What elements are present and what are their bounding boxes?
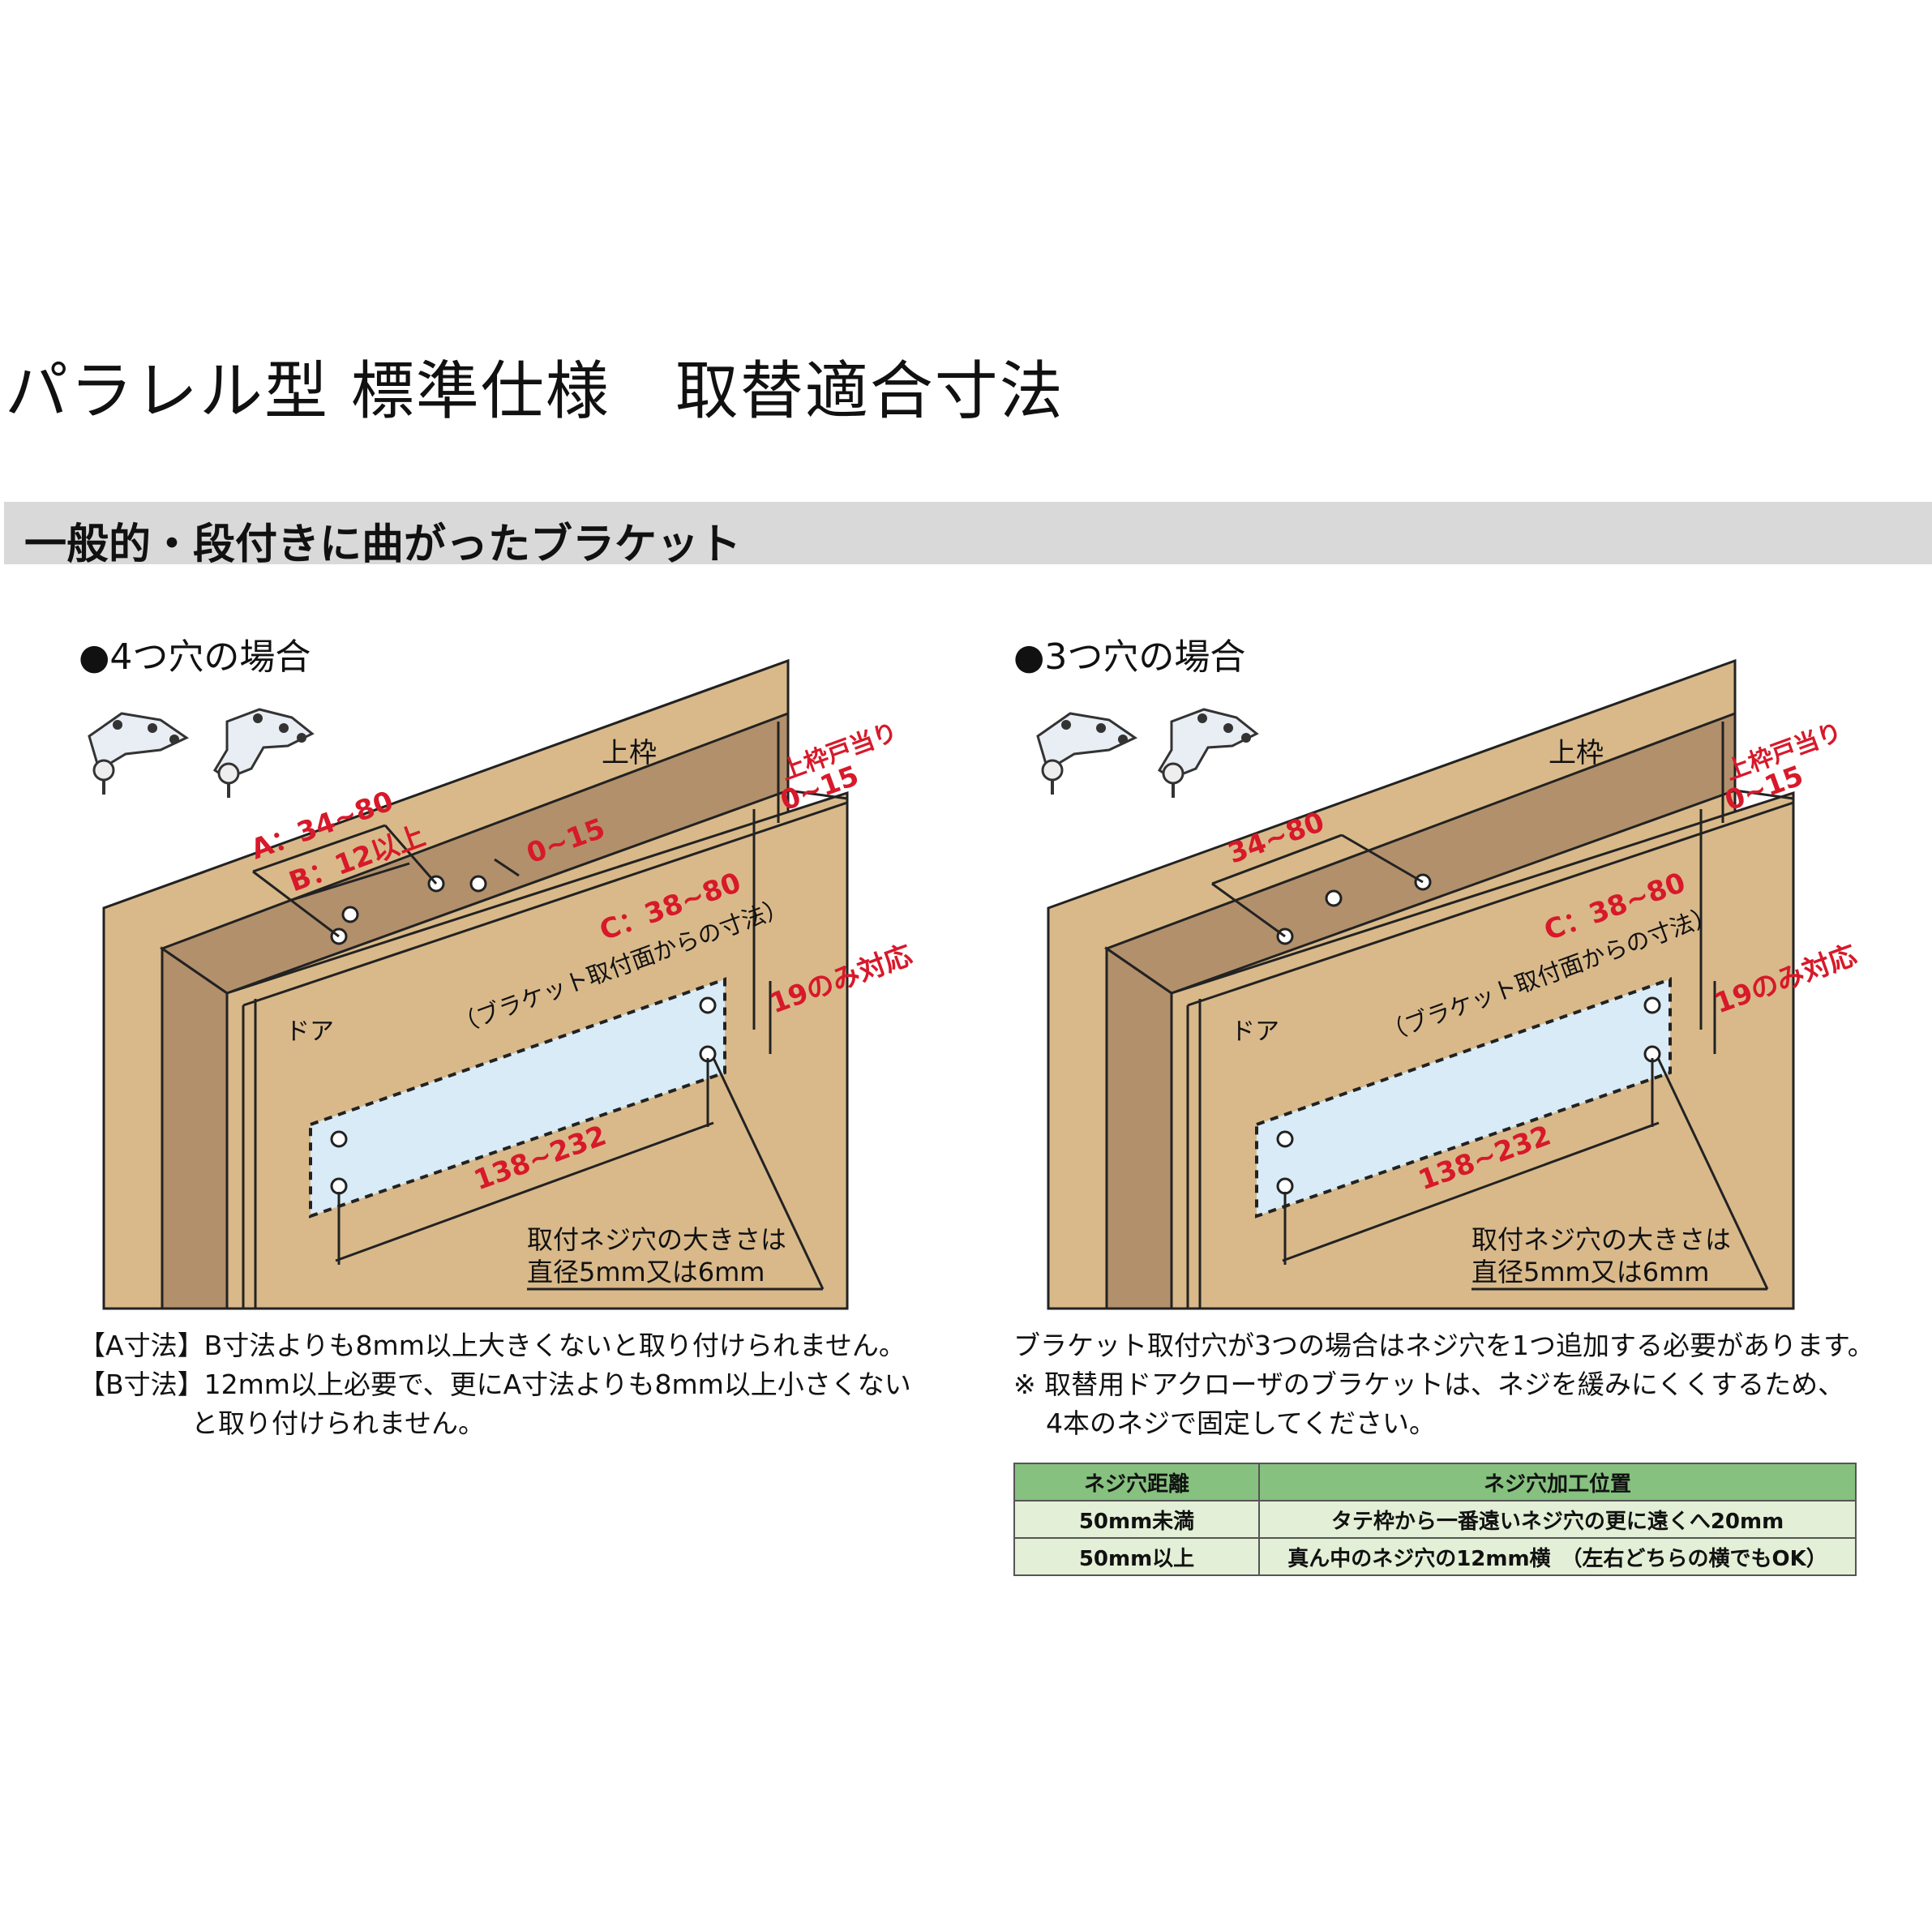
left-flat-bracket-icon [88,712,188,796]
left-jamb [161,946,229,1310]
left-bracket-plate [309,977,726,1219]
right-door-label: ドア [1231,1017,1279,1046]
table-cell: 50mm以上 [1013,1537,1260,1576]
left-case-title: ●4つ穴の場合 [79,636,311,678]
left-screw-line2: 直径5mm又は6mm [527,1257,765,1287]
right-step-bracket-icon [1158,708,1258,799]
left-note-2: 【B寸法】12mm以上必要で、更にA寸法よりも8mm以上小さくない [79,1369,911,1400]
left-frame-label: 上枠 [602,737,657,769]
table-header-distance: ネジ穴距離 [1013,1463,1260,1501]
right-flat-bracket-icon [1036,712,1137,796]
table-row: 50mm未満 タテ枠から一番遠いネジ穴の更に遠くへ20mm [1013,1500,1857,1539]
left-note-3: と取り付けられません。 [191,1407,486,1439]
table-header-position: ネジ穴加工位置 [1258,1463,1857,1501]
left-note-1: 【A寸法】B寸法よりも8mm以上大きくないと取り付けられません。 [79,1330,906,1361]
page-title: パラレル型 標準仕様 取替適合寸法 [5,355,1065,428]
right-frame-label: 上枠 [1549,737,1604,769]
right-case-title: ●3つ穴の場合 [1013,636,1246,678]
left-screw-line1: 取付ネジ穴の大きさは [527,1224,786,1255]
right-note-3: 4本のネジで固定してください。 [1046,1407,1437,1439]
table-cell: 真ん中のネジ穴の12mm横 （左右どちらの横でもOK） [1258,1537,1857,1576]
left-diagram: 上枠 ドア 上枠戸当り 0~15 A：34~80 B：12以上 0~15 C：3… [88,658,916,1310]
table-row: 50mm以上 真ん中のネジ穴の12mm横 （左右どちらの横でもOK） [1013,1537,1857,1576]
section-bar [4,502,1932,564]
table-cell: 50mm未満 [1013,1500,1260,1539]
right-note-2: ※ 取替用ドアクローザのブラケットは、ネジを緩みにくくするため、 [1013,1369,1845,1400]
screw-hole-table: ネジ穴距離 ネジ穴加工位置 50mm未満 タテ枠から一番遠いネジ穴の更に遠くへ2… [1013,1463,1857,1576]
right-screw-line1: 取付ネジ穴の大きさは [1471,1224,1731,1255]
left-step-bracket-icon [213,708,314,799]
right-diagram: 上枠 ドア 上枠戸当り 0~15 34~80 C：38~80 19のみ対応 13… [1036,658,1861,1310]
right-screw-line2: 直径5mm又は6mm [1471,1257,1709,1287]
section-title: 一般的・段付きに曲がったブラケット [24,520,742,569]
right-note-1: ブラケット取付穴が3つの場合はネジ穴を1つ追加する必要があります。 [1013,1330,1874,1361]
left-door-label: ドア [285,1017,334,1046]
right-jamb [1105,946,1173,1310]
table-cell: タテ枠から一番遠いネジ穴の更に遠くへ20mm [1258,1500,1857,1539]
right-bracket-plate [1255,977,1672,1219]
